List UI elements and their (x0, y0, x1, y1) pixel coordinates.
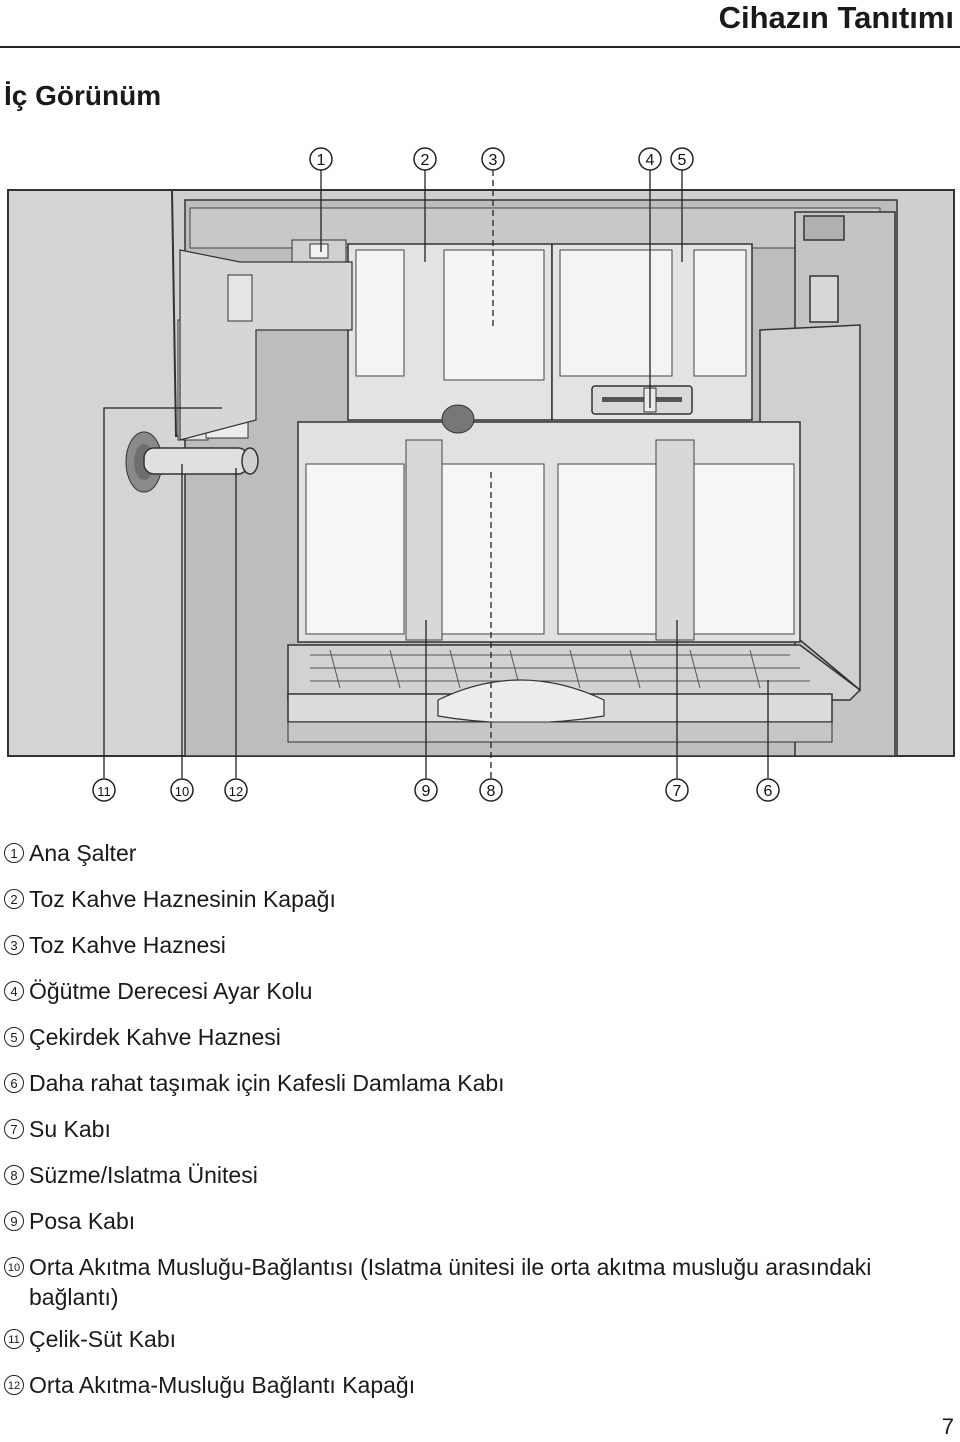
legend-text: Süzme/Islatma Ünitesi (29, 1162, 258, 1188)
legend-item: 9 Posa Kabı (4, 1206, 954, 1236)
callout-2: 2 (421, 152, 430, 169)
header-divider (0, 46, 960, 48)
legend-text: Toz Kahve Haznesinin Kapağı (29, 886, 336, 912)
legend-text: Daha rahat taşımak için Kafesli Damlama … (29, 1070, 505, 1096)
legend-number: 8 (4, 1165, 24, 1185)
callout-8: 8 (487, 783, 496, 800)
callout-3: 3 (489, 152, 498, 169)
callouts-top (309, 147, 694, 171)
legend-number: 5 (4, 1027, 24, 1047)
callout-1: 1 (317, 152, 326, 169)
callout-6: 6 (764, 783, 773, 800)
legend-number: 9 (4, 1211, 24, 1231)
legend-item: 12 Orta Akıtma-Musluğu Bağlantı Kapağı (4, 1370, 954, 1400)
legend-number: 10 (4, 1257, 24, 1277)
legend-item: 2 Toz Kahve Haznesinin Kapağı (4, 884, 954, 914)
legend-number: 4 (4, 981, 24, 1001)
legend-text: Ana Şalter (29, 840, 137, 866)
legend-text: Çelik-Süt Kabı (29, 1326, 177, 1352)
legend-item: 3 Toz Kahve Haznesi (4, 930, 954, 960)
legend-text: Orta Akıtma-Musluğu Bağlantı Kapağı (29, 1372, 416, 1398)
section-title: İç Görünüm (4, 80, 162, 111)
legend-text: Çekirdek Kahve Haznesi (29, 1024, 281, 1050)
page-number: 7 (941, 1414, 954, 1439)
legend-number: 3 (4, 935, 24, 955)
legend-text: Öğütme Derecesi Ayar Kolu (29, 978, 313, 1004)
legend-number: 2 (4, 889, 24, 909)
legend-item: 4 Öğütme Derecesi Ayar Kolu (4, 976, 954, 1006)
legend-text: Posa Kabı (29, 1208, 136, 1234)
legend-item: 7 Su Kabı (4, 1114, 954, 1144)
page-header-title: Cihazın Tanıtımı (718, 0, 954, 35)
legend-item: 5 Çekirdek Kahve Haznesi (4, 1022, 954, 1052)
legend-text: Orta Akıtma Musluğu-Bağlantısı (Islatma … (29, 1254, 872, 1310)
legend-item: 11 Çelik-Süt Kabı (4, 1324, 954, 1354)
legend-number: 1 (4, 843, 24, 863)
legend-number: 6 (4, 1073, 24, 1093)
legend-number: 12 (4, 1375, 24, 1395)
parts-legend: 1 Ana Şalter 2 Toz Kahve Haznesinin Kapa… (4, 838, 954, 1416)
legend-item: 6 Daha rahat taşımak için Kafesli Damlam… (4, 1068, 954, 1098)
callout-12: 12 (229, 784, 243, 799)
callout-9: 9 (422, 783, 431, 800)
legend-text: Toz Kahve Haznesi (29, 932, 226, 958)
legend-item: 10 Orta Akıtma Musluğu-Bağlantısı (Islat… (4, 1252, 954, 1312)
legend-number: 7 (4, 1119, 24, 1139)
callout-4: 4 (646, 152, 655, 169)
callouts-bottom (92, 778, 780, 802)
callout-7: 7 (673, 783, 682, 800)
legend-item: 8 Süzme/Islatma Ünitesi (4, 1160, 954, 1190)
callout-11: 11 (97, 784, 111, 799)
legend-item: 1 Ana Şalter (4, 838, 954, 868)
legend-number: 11 (4, 1329, 24, 1349)
legend-text: Su Kabı (29, 1116, 111, 1142)
coffee-machine-interior-diagram: 1 2 3 4 5 11 10 12 9 8 7 6 (7, 147, 955, 802)
callout-5: 5 (678, 152, 687, 169)
callout-10: 10 (175, 784, 189, 799)
